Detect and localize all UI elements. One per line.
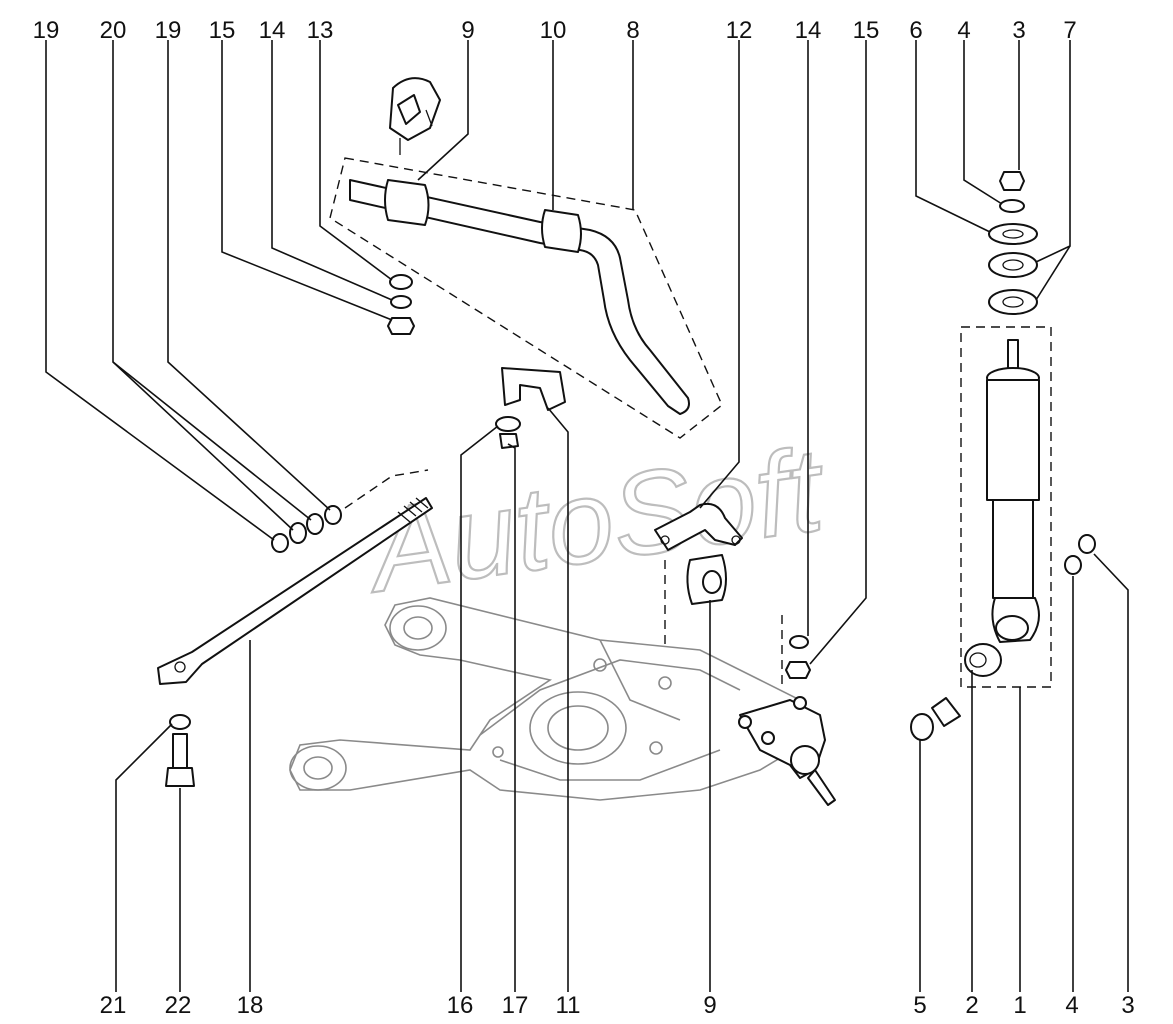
nut-19a	[271, 533, 289, 553]
washer-16	[495, 416, 521, 432]
callout-bottom-9: 9	[703, 992, 716, 1019]
callout-bottom-2: 2	[965, 992, 978, 1019]
washer-20a	[289, 522, 307, 544]
callout-top-20: 20	[100, 17, 127, 44]
callout-top-4: 4	[957, 17, 970, 44]
washer-13	[389, 274, 413, 290]
ball-joint	[738, 696, 836, 806]
callout-top-9: 9	[461, 17, 474, 44]
callout-top-19a: 19	[33, 17, 60, 44]
callout-bottom-17: 17	[502, 992, 529, 1019]
nut-19b	[324, 505, 342, 525]
callout-bottom-3: 3	[1121, 992, 1134, 1019]
stabilizer-bar	[349, 179, 690, 415]
cup-washer-6	[988, 223, 1038, 245]
nut-15	[387, 317, 415, 335]
bar-clamp-11	[501, 367, 566, 411]
stabilizer-bar-group-outline	[329, 157, 723, 439]
bar-clamp-12	[654, 502, 743, 605]
callout-bottom-4: 4	[1065, 992, 1078, 1019]
lower-control-arm-drawing	[289, 597, 811, 801]
bottom-callouts: 21 22 18 16 17 11 9 5 2 1 4 3	[100, 992, 1135, 1019]
callout-top-6: 6	[909, 17, 922, 44]
rubber-bushing-7-upper	[988, 252, 1038, 278]
bolt-5	[910, 697, 961, 741]
callout-bottom-22: 22	[165, 992, 192, 1019]
shock-bushing-2	[964, 643, 1002, 677]
callout-top-15b: 15	[853, 17, 880, 44]
nut-3-top	[999, 171, 1025, 191]
callout-top-10: 10	[540, 17, 567, 44]
callout-bottom-18: 18	[237, 992, 264, 1019]
stabilizer-bushing-right	[541, 209, 582, 253]
callout-top-3: 3	[1012, 17, 1025, 44]
top-callouts: 19 20 19 15 14 13 9 10 8 12 14 15 6 4 3 …	[33, 17, 1077, 44]
callout-top-13: 13	[307, 17, 334, 44]
callout-top-19b: 19	[155, 17, 182, 44]
stabilizer-bushing-left	[384, 179, 430, 226]
callout-top-8: 8	[626, 17, 639, 44]
callout-top-12: 12	[726, 17, 753, 44]
rubber-bushing-7-lower	[988, 289, 1038, 315]
watermark-text: AutoSoft	[357, 423, 834, 618]
leader-lines	[45, 40, 1129, 992]
callout-bottom-21: 21	[100, 992, 127, 1019]
bar-clamp-top	[389, 77, 441, 155]
callout-bottom-1: 1	[1013, 992, 1026, 1019]
shock-absorber-group-outline	[960, 326, 1052, 688]
callout-bottom-16: 16	[447, 992, 474, 1019]
shock-absorber	[986, 339, 1040, 643]
washer-21	[169, 714, 191, 730]
callout-top-15a: 15	[209, 17, 236, 44]
nut-17	[499, 433, 519, 449]
strut-rod	[157, 497, 433, 685]
bolt-22	[165, 733, 195, 787]
lock-washer-14	[390, 295, 412, 309]
callout-top-14a: 14	[259, 17, 286, 44]
washer-4-lower	[1064, 555, 1082, 575]
callout-bottom-5: 5	[913, 992, 926, 1019]
callout-bottom-11: 11	[556, 992, 581, 1019]
nut-3-lower	[1078, 534, 1096, 554]
callout-top-14b: 14	[795, 17, 822, 44]
washer-4-top	[999, 199, 1025, 213]
washer-20b	[306, 513, 324, 535]
callout-top-7: 7	[1063, 17, 1076, 44]
nut-15b	[785, 661, 811, 679]
lock-washer-14b	[789, 635, 809, 649]
